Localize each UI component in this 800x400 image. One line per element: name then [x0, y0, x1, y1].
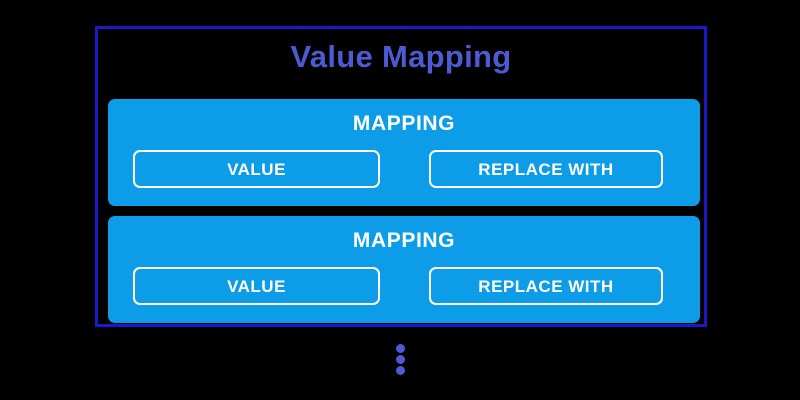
value-field[interactable]: VALUE [133, 267, 380, 305]
replace-with-field[interactable]: REPLACE WITH [429, 267, 663, 305]
mapping-field-row: VALUE REPLACE WITH [108, 267, 700, 305]
mapping-panel-header: MAPPING [352, 112, 456, 135]
value-field[interactable]: VALUE [133, 150, 380, 188]
value-field-label: VALUE [227, 159, 286, 179]
replace-with-field-label: REPLACE WITH [478, 159, 614, 179]
mapping-field-row: VALUE REPLACE WITH [108, 150, 700, 188]
mapping-panel-list: MAPPING VALUE REPLACE WITH MAPPING VALUE [108, 99, 700, 323]
ellipsis-dot [396, 355, 405, 364]
replace-with-field-label: REPLACE WITH [478, 276, 614, 296]
page-title: Value Mapping [290, 39, 512, 74]
ellipsis-dot [396, 344, 405, 353]
mapping-panel[interactable]: MAPPING VALUE REPLACE WITH [108, 216, 700, 323]
ellipsis-dot [396, 366, 405, 375]
mapping-panel[interactable]: MAPPING VALUE REPLACE WITH [108, 99, 700, 206]
vertical-ellipsis-icon [396, 344, 405, 376]
mapping-panel-header: MAPPING [352, 229, 456, 252]
value-mapping-container: Value Mapping MAPPING VALUE REPLACE WITH… [95, 26, 707, 327]
replace-with-field[interactable]: REPLACE WITH [429, 150, 663, 188]
value-field-label: VALUE [227, 276, 286, 296]
